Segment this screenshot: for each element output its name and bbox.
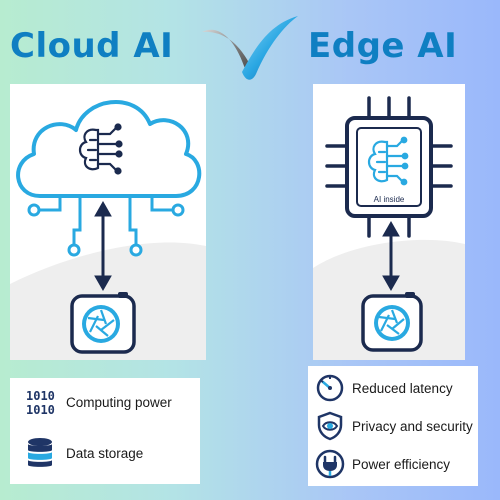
database-icon	[28, 438, 52, 467]
circuit-connectors	[38, 196, 174, 246]
legend-label: Power efficiency	[352, 456, 451, 472]
speedometer-icon	[316, 374, 344, 402]
bidirectional-arrow-icon	[382, 220, 400, 292]
legend-label: Privacy and security	[352, 418, 473, 434]
bidirectional-arrow-icon	[94, 200, 112, 292]
binary-icon: 1010 1010	[26, 389, 55, 417]
connector-node	[171, 203, 185, 217]
versus-logo-icon	[202, 16, 298, 80]
chip-label: AI inside	[374, 195, 405, 204]
edge-ai-panel: AI inside	[313, 84, 465, 360]
connector-node	[27, 203, 41, 217]
svg-text:1010: 1010	[26, 389, 55, 403]
cloud-ai-diagram	[10, 100, 206, 360]
device-camera-icon	[361, 292, 423, 352]
chip-pins	[325, 96, 453, 238]
legend-item-data-storage: Data storage	[24, 434, 143, 472]
svg-text:1010: 1010	[26, 403, 55, 417]
legend-item-power-efficiency: Power efficiency	[314, 448, 450, 480]
legend-label: Reduced latency	[352, 380, 453, 396]
legend-item-computing-power: 1010 1010 Computing power	[24, 386, 172, 418]
cloud-legend: 1010 1010 Computing power Data storage	[10, 378, 200, 484]
edge-ai-diagram: AI inside	[313, 96, 465, 360]
legend-item-reduced-latency: Reduced latency	[314, 372, 453, 404]
legend-label: Data storage	[66, 445, 144, 461]
cloud-ai-title: Cloud AI	[10, 26, 174, 66]
cloud-ai-panel	[10, 84, 206, 360]
eye-shield-icon	[317, 411, 343, 441]
power-plug-icon	[315, 449, 345, 479]
connector-node	[129, 243, 143, 257]
device-camera-icon	[70, 292, 136, 354]
edge-legend: Reduced latency Privacy and security Pow…	[308, 366, 478, 486]
connector-node	[67, 243, 81, 257]
legend-label: Computing power	[66, 394, 172, 410]
brain-circuit-icon	[367, 136, 409, 186]
cloud-icon	[16, 100, 202, 198]
legend-item-privacy-security: Privacy and security	[314, 410, 473, 442]
brain-circuit-icon	[78, 123, 123, 175]
edge-ai-title: Edge AI	[308, 26, 458, 66]
